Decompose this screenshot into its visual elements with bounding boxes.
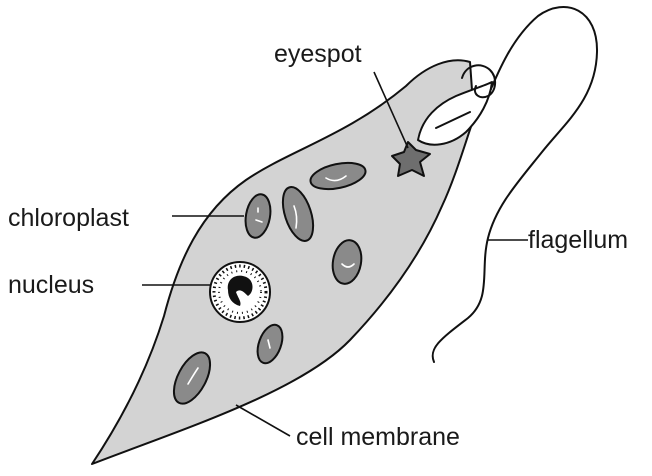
cell-body — [92, 60, 474, 464]
nucleus-label: nucleus — [8, 271, 94, 299]
cell-membrane-leader — [236, 405, 290, 436]
flagellum-label: flagellum — [528, 226, 628, 254]
nucleus — [210, 262, 270, 322]
eyespot-label: eyespot — [274, 40, 362, 68]
cell-membrane-label: cell membrane — [296, 423, 460, 451]
chloroplast-label: chloroplast — [8, 204, 129, 232]
